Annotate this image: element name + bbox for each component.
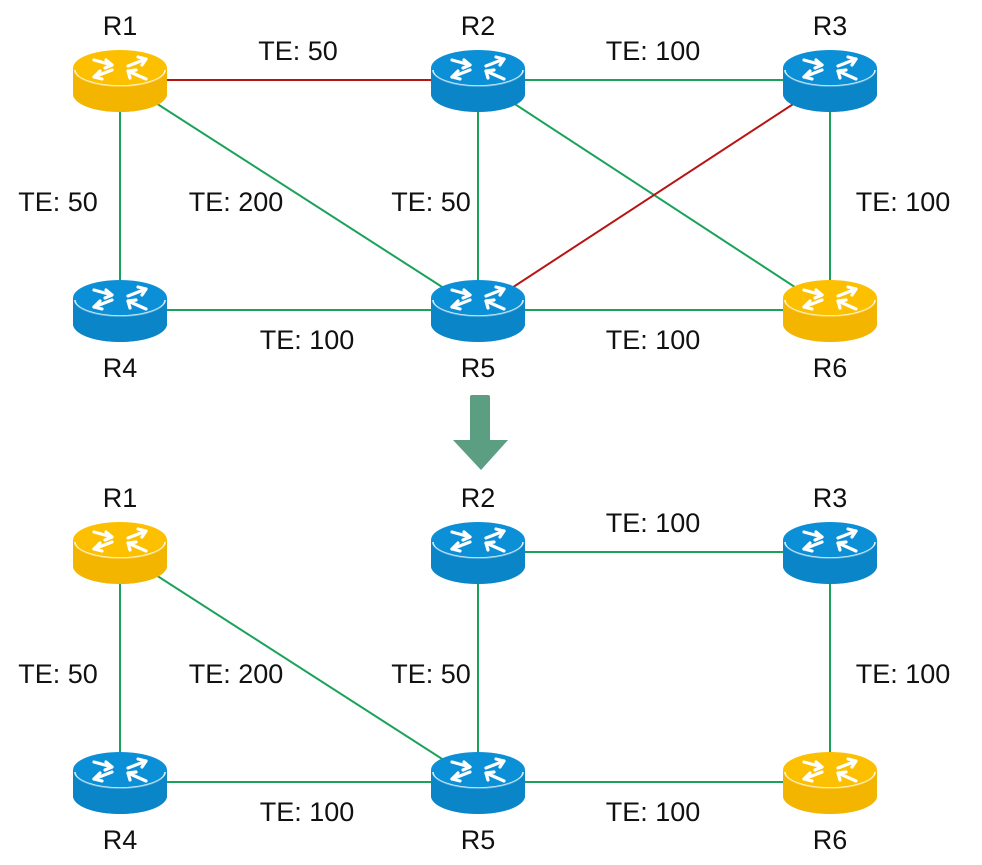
router-r6: [783, 752, 877, 814]
router-name-label: R2: [461, 483, 496, 513]
link-te-label: TE: 200: [189, 659, 284, 689]
diagram-after-routers: [73, 522, 877, 814]
router-name-label: R3: [813, 483, 848, 513]
link-te-label: TE: 50: [18, 187, 98, 217]
transition-arrow: [453, 395, 508, 470]
router-side: [73, 770, 167, 814]
router-side: [431, 770, 525, 814]
router-name-label: R4: [103, 353, 138, 383]
link-r3-r5: [477, 79, 831, 311]
router-name-label: R6: [813, 353, 848, 383]
router-r2: [431, 50, 525, 112]
link-te-label: TE: 50: [391, 659, 471, 689]
router-r1: [73, 50, 167, 112]
router-side: [783, 540, 877, 584]
down-arrow-icon: [453, 395, 508, 470]
link-r1-r5: [119, 551, 479, 783]
router-name-label: R1: [103, 483, 138, 513]
routers-layer: [73, 50, 877, 814]
router-side: [73, 68, 167, 112]
router-side: [431, 540, 525, 584]
router-name-label: R4: [103, 825, 138, 855]
link-te-label: TE: 100: [856, 187, 951, 217]
links-layer: [119, 79, 831, 783]
router-name-label: R3: [813, 11, 848, 41]
link-te-label: TE: 200: [189, 187, 284, 217]
link-te-label: TE: 50: [258, 36, 338, 66]
router-side: [783, 770, 877, 814]
router-r4: [73, 752, 167, 814]
link-te-label: TE: 100: [606, 36, 701, 66]
router-name-label: R5: [461, 353, 496, 383]
link-te-label: TE: 100: [856, 659, 951, 689]
router-r5: [431, 752, 525, 814]
router-r1: [73, 522, 167, 584]
router-side: [783, 68, 877, 112]
router-name-label: R1: [103, 11, 138, 41]
router-r6: [783, 280, 877, 342]
router-r3: [783, 522, 877, 584]
link-te-label: TE: 100: [260, 325, 355, 355]
link-te-label: TE: 50: [18, 659, 98, 689]
router-r3: [783, 50, 877, 112]
link-te-label: TE: 100: [606, 508, 701, 538]
router-side: [73, 298, 167, 342]
link-te-label: TE: 100: [606, 325, 701, 355]
link-r1-r5: [119, 79, 479, 311]
diagram-before-routers: [73, 50, 877, 342]
diagram-before-links: [119, 79, 831, 311]
router-side: [783, 298, 877, 342]
router-side: [431, 68, 525, 112]
link-te-label: TE: 50: [391, 187, 471, 217]
link-te-label: TE: 100: [260, 797, 355, 827]
router-name-label: R6: [813, 825, 848, 855]
router-name-label: R2: [461, 11, 496, 41]
link-te-label: TE: 100: [606, 797, 701, 827]
router-r4: [73, 280, 167, 342]
diagram-after-links: [119, 551, 831, 783]
router-r2: [431, 522, 525, 584]
router-side: [431, 298, 525, 342]
router-name-label: R5: [461, 825, 496, 855]
router-r5: [431, 280, 525, 342]
router-side: [73, 540, 167, 584]
